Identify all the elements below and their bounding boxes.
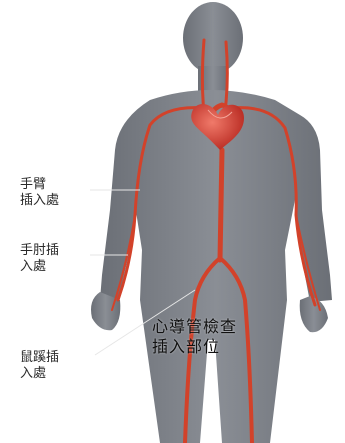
groin-insertion-label: 鼠蹊插 入處 — [20, 350, 100, 383]
upper-arm-insertion-label: 手臂 插入處 — [20, 177, 100, 210]
elbow-insertion-label: 手肘插 入處 — [20, 243, 100, 276]
diagram-title: 心導管檢查 插入部位 — [152, 317, 302, 357]
